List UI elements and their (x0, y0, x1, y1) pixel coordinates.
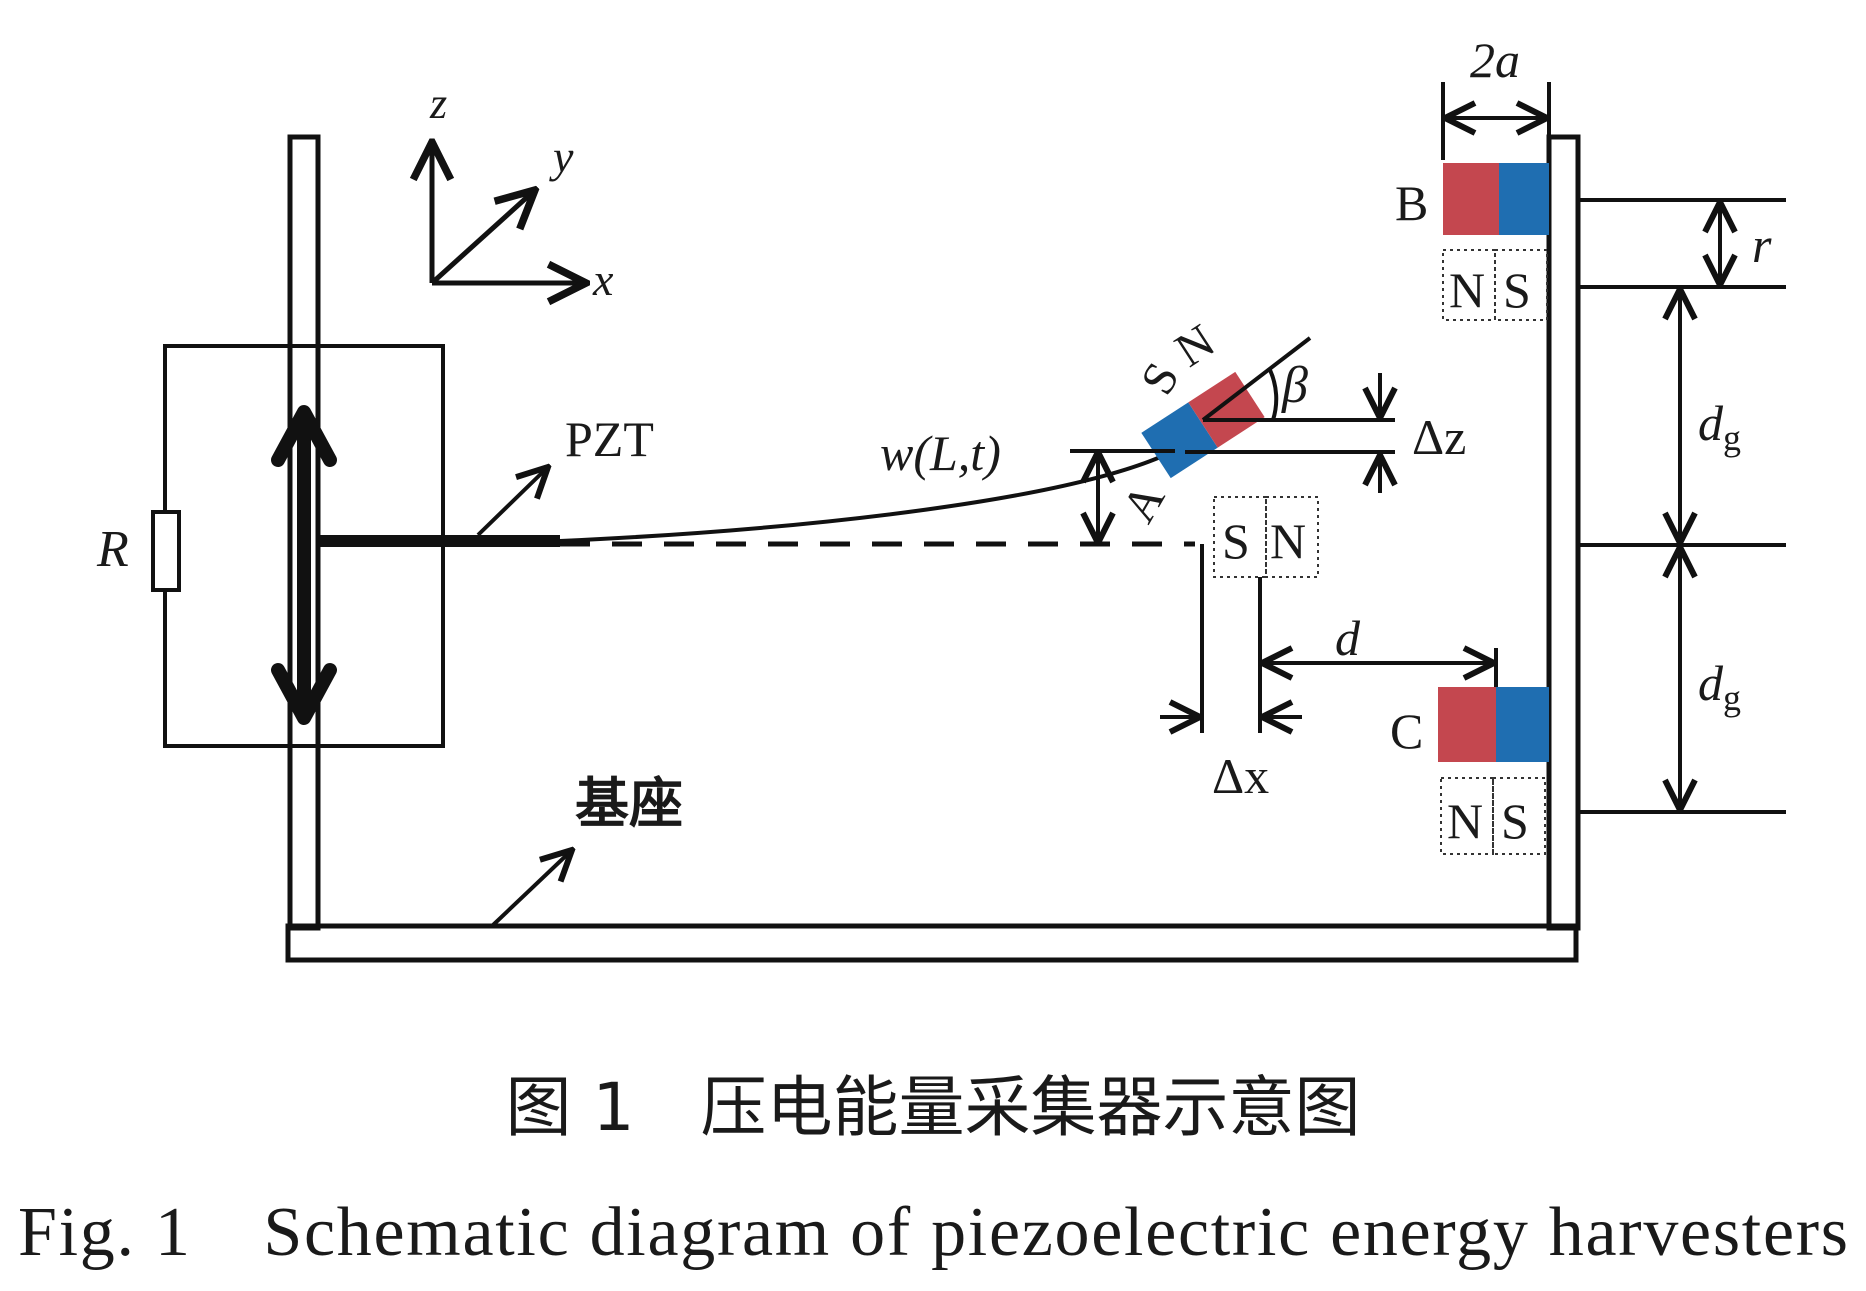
magnet-c-pole-s: S (1501, 793, 1529, 849)
magnet-a-pole-s: S (1131, 354, 1190, 404)
magnet-c-north (1438, 687, 1496, 762)
reference-pole-s: S (1222, 513, 1250, 569)
resistor (151, 510, 181, 592)
magnet-c-label: C (1390, 703, 1423, 759)
reference-pole-n: N (1270, 513, 1306, 569)
resistor-label: R (96, 521, 129, 578)
dg-upper-main: d (1698, 395, 1724, 451)
beta-label: β (1281, 357, 1308, 414)
delta-x-label: Δx (1212, 748, 1269, 804)
magnet-b-pole-n: N (1449, 262, 1485, 318)
base-pointer-arrow (490, 850, 572, 928)
magnet-a-south (1141, 402, 1218, 479)
two-a-dimension (1441, 82, 1551, 160)
dg-upper-label: dg (1698, 395, 1741, 458)
caption-chinese: 图 1 压电能量采集器示意图 (506, 1069, 1361, 1146)
r-label: r (1752, 217, 1772, 273)
magnet-reference (1213, 496, 1319, 578)
x-axis-label: x (592, 254, 614, 305)
magnet-a-label: A (1112, 474, 1175, 531)
dg-upper-sub: g (1723, 418, 1741, 458)
d-dimension (1160, 544, 1498, 733)
two-a-label: 2a (1470, 32, 1520, 88)
magnet-c-pole-boxes (1440, 777, 1546, 855)
coordinate-axes (432, 142, 586, 283)
magnet-c-south (1496, 687, 1549, 762)
magnet-b-north (1443, 163, 1499, 235)
d-label: d (1335, 610, 1361, 666)
magnet-b-pole-boxes (1442, 249, 1548, 321)
magnet-b (1443, 163, 1549, 235)
magnet-a-pole-n: N (1166, 314, 1224, 377)
deflection-label: w(L,t) (880, 425, 1001, 481)
pzt-label: PZT (565, 411, 654, 467)
y-axis-label: y (549, 131, 574, 182)
deflection-dimension (1070, 449, 1175, 543)
right-wall (1546, 134, 1581, 931)
left-post (287, 134, 321, 931)
y-axis-arrow (430, 190, 535, 285)
magnet-c-pole-n: N (1447, 793, 1483, 849)
magnet-a-north (1188, 371, 1265, 448)
caption-english: Fig. 1 Schematic diagram of piezoelectri… (18, 1194, 1848, 1271)
dg-lower-label: dg (1698, 655, 1741, 718)
base-frame (285, 134, 1581, 963)
delta-z-dimension (1185, 373, 1395, 493)
dg-lower-sub: g (1723, 678, 1741, 718)
right-dimensions (1578, 198, 1786, 814)
cantilever-beam (318, 443, 1195, 547)
piezo-double-arrow (271, 405, 337, 725)
magnet-b-label: B (1395, 175, 1428, 231)
magnet-c (1438, 687, 1549, 762)
delta-z-text: Δz (1412, 409, 1466, 465)
base-plate (285, 923, 1579, 963)
base-label: 基座 (575, 772, 683, 835)
magnet-a (1141, 371, 1265, 479)
dg-lower-main: d (1698, 655, 1724, 711)
magnet-b-pole-s: S (1503, 262, 1531, 318)
z-axis-label: z (429, 79, 447, 128)
magnet-b-south (1499, 163, 1549, 235)
delta-z-label: Δz (1412, 409, 1466, 465)
pzt-pointer-arrow (476, 467, 548, 537)
